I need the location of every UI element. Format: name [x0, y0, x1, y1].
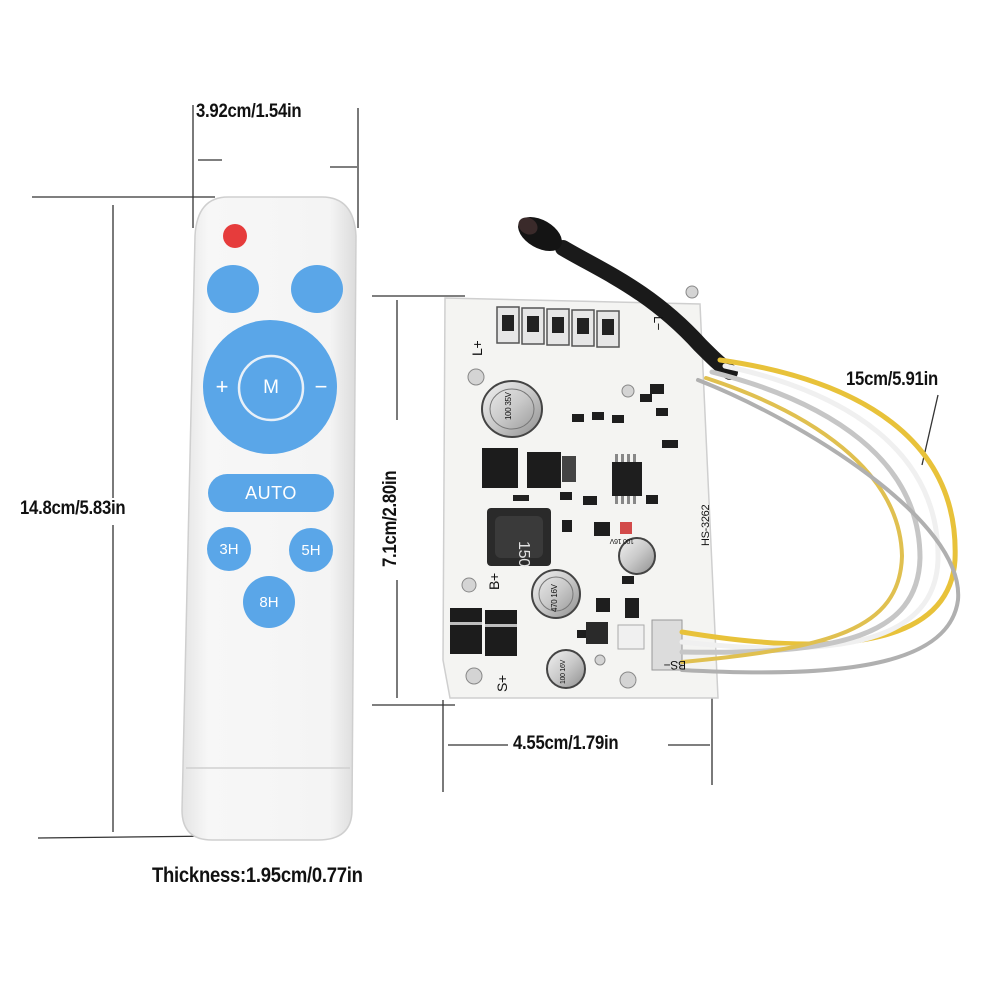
- inductor: [487, 508, 551, 566]
- remote-length-label: 14.8cm/5.83in: [20, 498, 126, 519]
- cap-mid-label: 470 16V: [550, 584, 559, 612]
- thickness-label: Thickness:1.95cm/0.77in: [152, 864, 363, 887]
- capacitor-top: [481, 380, 543, 438]
- diode-left: [450, 608, 482, 654]
- minus-label: −: [314, 374, 328, 399]
- board-s-plus: S+: [494, 675, 510, 692]
- cap-bottom-label: 100 16V: [560, 660, 567, 684]
- wire-bundle: [679, 357, 961, 675]
- capacitor-small: [618, 537, 656, 575]
- board-b-plus: B+: [486, 573, 502, 590]
- timer-5h-button[interactable]: [289, 528, 333, 572]
- cap-small-label: 100 16V: [610, 537, 634, 544]
- cap-top-label: 100 35V: [504, 392, 513, 420]
- auto-label: AUTO: [245, 482, 297, 503]
- mosfet-right: [527, 452, 561, 488]
- timer-8h-button[interactable]: [243, 576, 295, 628]
- board-width-label: 4.55cm/1.79in: [513, 733, 619, 754]
- board-l-minus: L−: [651, 316, 666, 331]
- right-function-button[interactable]: [291, 265, 343, 313]
- auto-button[interactable]: [208, 474, 334, 512]
- timer-3h-button[interactable]: [207, 527, 251, 571]
- board-height-label: 7.1cm/2.80in: [380, 470, 401, 567]
- left-function-button[interactable]: [207, 265, 259, 313]
- resistor-row: [496, 306, 620, 348]
- remote-width-label: 3.92cm/1.54in: [196, 101, 302, 122]
- timer-8h-label: 8H: [259, 593, 279, 611]
- timer-5h-label: 5H: [301, 541, 321, 559]
- ir-sensor: [518, 216, 738, 380]
- plus-label: +: [215, 374, 229, 399]
- capacitor-bottom: [546, 649, 586, 689]
- diode-right: [485, 610, 517, 656]
- timer-3h-label: 3H: [219, 540, 239, 558]
- board-bs-minus: BS−: [663, 658, 686, 672]
- inductor-code: 150: [515, 541, 532, 567]
- board-model: HS-3262: [700, 504, 712, 546]
- mosfet-left: [482, 448, 518, 488]
- power-button[interactable]: [223, 224, 247, 248]
- capacitor-middle: [531, 569, 581, 619]
- mode-label: M: [263, 377, 279, 398]
- board-l-plus: L+: [469, 340, 485, 356]
- ic-chip: [612, 462, 642, 496]
- wire-length-label: 15cm/5.91in: [846, 369, 938, 390]
